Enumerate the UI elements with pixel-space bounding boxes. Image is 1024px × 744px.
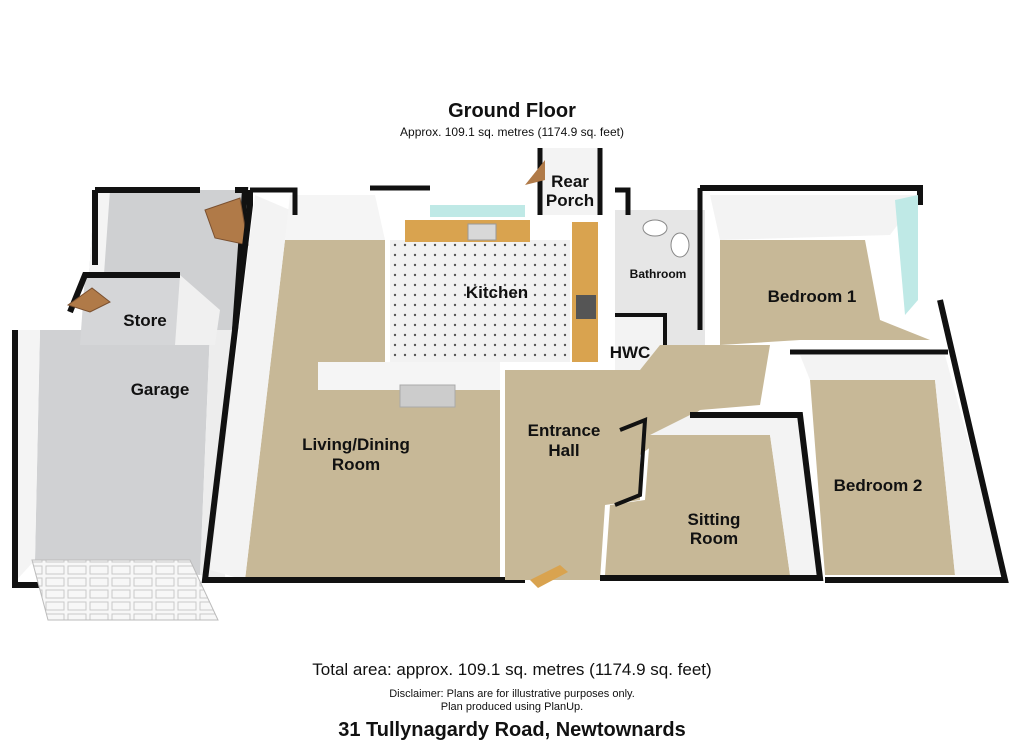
entrance-hall [505, 345, 770, 580]
disclaimer-line-2: Plan produced using PlanUp. [440, 701, 584, 713]
total-area: Total area: approx. 109.1 sq. metres (11… [312, 660, 712, 679]
floor-area: Approx. 109.1 sq. metres (1174.9 sq. fee… [400, 125, 624, 139]
disclaimer-line-1: Disclaimer: Plans are for illustrative p… [389, 688, 635, 700]
living-dining-room [201, 187, 525, 583]
garage-door [31, 559, 219, 621]
bathroom [615, 187, 705, 345]
living-label-1: Living/Dining [302, 435, 410, 454]
rear-porch-label-1: Rear [551, 172, 589, 191]
hwc-label: HWC [610, 343, 651, 362]
entrance-hall-label-2: Hall [548, 441, 579, 460]
rear-porch-label-2: Porch [546, 191, 594, 210]
store-door [66, 287, 111, 313]
kitchen-label: Kitchen [466, 283, 528, 302]
entrance-hall-label-1: Entrance [528, 421, 601, 440]
garage-label: Garage [131, 380, 190, 399]
sitting-room-label-2: Room [690, 529, 738, 548]
sitting-room [600, 412, 824, 581]
floor-title: Ground Floor [448, 100, 576, 122]
bedroom-1 [700, 185, 930, 345]
bedroom-2-label: Bedroom 2 [834, 476, 923, 495]
property-address: 31 Tullynagardy Road, Newtownards [338, 719, 686, 741]
front-door [530, 565, 568, 588]
sitting-room-label-1: Sitting [688, 510, 741, 529]
rear-porch [525, 148, 603, 215]
bedroom-2 [790, 299, 1009, 583]
kitchen [370, 185, 598, 362]
living-label-2: Room [332, 455, 380, 474]
bedroom-1-label: Bedroom 1 [768, 287, 857, 306]
store [67, 272, 220, 345]
bathroom-label: Bathroom [630, 267, 687, 281]
store-label: Store [123, 311, 166, 330]
